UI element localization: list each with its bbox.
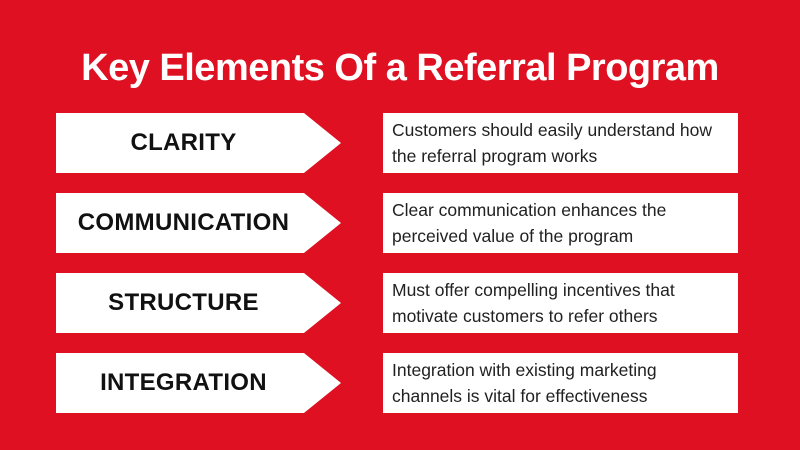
arrow-label: CLARITY <box>130 129 237 156</box>
description-text: Integration with existing marketing chan… <box>392 360 657 406</box>
arrow-label: INTEGRATION <box>100 369 267 396</box>
arrow-banner-integration: INTEGRATION <box>56 353 341 413</box>
row-clarity: CLARITY Customers should easily understa… <box>56 113 738 173</box>
arrow-banner-structure: STRUCTURE <box>56 273 341 333</box>
description-box-communication: Clear communication enhances the perceiv… <box>383 193 738 253</box>
description-box-clarity: Customers should easily understand how t… <box>383 113 738 173</box>
row-integration: INTEGRATION Integration with existing ma… <box>56 353 738 413</box>
description-text: Must offer compelling incentives that mo… <box>392 280 675 326</box>
description-text: Clear communication enhances the perceiv… <box>392 200 667 246</box>
arrow-label: STRUCTURE <box>108 289 259 316</box>
description-box-structure: Must offer compelling incentives that mo… <box>383 273 738 333</box>
description-text: Customers should easily understand how t… <box>392 120 713 166</box>
page-title: Key Elements Of a Referral Program <box>81 47 719 89</box>
arrow-banner-communication: COMMUNICATION <box>56 193 341 253</box>
arrow-label: COMMUNICATION <box>77 209 290 236</box>
description-box-integration: Integration with existing marketing chan… <box>383 353 738 413</box>
arrow-banner-clarity: CLARITY <box>56 113 341 173</box>
row-communication: COMMUNICATION Clear communication enhanc… <box>56 193 738 253</box>
row-structure: STRUCTURE Must offer compelling incentiv… <box>56 273 738 333</box>
